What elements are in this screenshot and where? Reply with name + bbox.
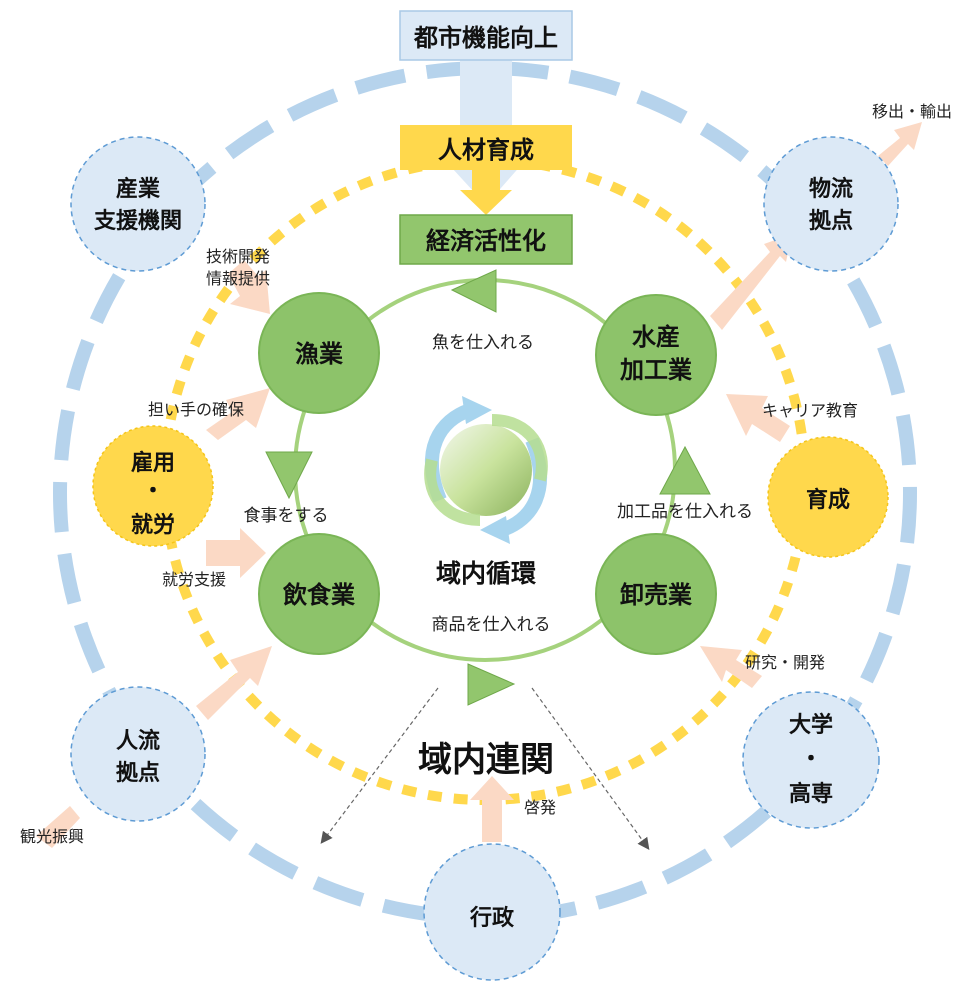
actor-people-flow: 人流 拠点 <box>70 686 206 822</box>
employment-label-2: ・ <box>142 479 164 504</box>
government-label: 行政 <box>469 905 515 931</box>
tourism-arrow <box>36 806 80 848</box>
peach-arrows <box>36 122 922 848</box>
seafood-label-2: 加工業 <box>620 356 692 384</box>
fishery-label: 漁業 <box>295 340 343 368</box>
university-label-3: 高専 <box>789 781 833 807</box>
actor-industry-support: 産業 支援機関 <box>70 136 206 272</box>
logistics-label-2: 拠点 <box>809 208 853 234</box>
industry-restaurant: 飲食業 <box>258 533 380 655</box>
employment-label-3: 就労 <box>131 512 175 538</box>
urban-function-label: 都市機能向上 <box>413 24 558 52</box>
regional-linkage-label: 域内連関 <box>418 740 554 780</box>
processing-to-logistics-arrow <box>710 234 792 330</box>
actor-employment: 雇用 ・ 就労 <box>92 425 214 547</box>
economic-activation-label: 経済活性化 <box>426 227 546 255</box>
cycle-icon <box>424 396 548 544</box>
wholesale-label: 卸売業 <box>620 581 692 609</box>
linkage-arrow-right <box>531 687 650 850</box>
industry-support-label-1: 産業 <box>116 176 161 202</box>
actor-logistics: 物流 拠点 <box>763 136 899 272</box>
tech-dev-arrow <box>228 260 270 314</box>
job-support-label: 就労支援 <box>162 570 226 589</box>
actor-university: 大学 ・ 高専 <box>742 691 880 829</box>
industry-support-label-2: 支援機関 <box>94 209 182 234</box>
people-flow-arrow <box>196 646 272 720</box>
people-flow-label-1: 人流 <box>116 728 160 754</box>
university-label-1: 大学 <box>789 712 833 738</box>
career-arrow <box>726 394 790 442</box>
flow-buy-processed: 加工品を仕入れる <box>617 502 753 522</box>
enlightenment-label: 啓発 <box>524 798 556 817</box>
industry-wholesale: 卸売業 <box>595 533 717 655</box>
training-label: 育成 <box>806 487 850 513</box>
research-label: 研究・開発 <box>745 653 825 672</box>
research-arrow <box>700 646 762 688</box>
flow-triangle-bottom <box>467 663 516 706</box>
flow-eat: 食事をする <box>244 506 329 526</box>
seafood-label-1: 水産 <box>632 323 680 351</box>
flow-buy-goods: 商品を仕入れる <box>432 615 551 635</box>
tourism-label: 観光振興 <box>20 827 84 846</box>
industry-fishery: 漁業 <box>258 292 380 414</box>
enlightenment-arrow <box>470 776 514 842</box>
human-resources-label: 人材育成 <box>438 136 534 164</box>
flow-triangle-right <box>659 445 711 495</box>
urban-function-box <box>399 10 573 61</box>
university-label-2: ・ <box>800 747 822 772</box>
flow-triangle-top <box>450 269 497 313</box>
regional-cycle-label: 域内循環 <box>436 559 537 588</box>
tech-dev-label-1: 技術開発 <box>206 247 270 266</box>
actor-training: 育成 <box>767 436 889 558</box>
career-edu-label: キャリア教育 <box>762 401 858 420</box>
export-arrow <box>878 122 922 166</box>
industry-seafood-processing: 水産 加工業 <box>595 294 717 416</box>
restaurant-label: 飲食業 <box>282 581 355 609</box>
human-resources-banner <box>400 125 572 215</box>
flow-triangle-left <box>265 451 313 500</box>
actor-government: 行政 <box>423 843 561 981</box>
export-label: 移出・輸出 <box>872 102 952 121</box>
logistics-label-1: 物流 <box>809 176 853 202</box>
economic-activation-box <box>399 214 573 265</box>
securing-workers-label: 担い手の確保 <box>148 400 244 419</box>
people-flow-label-2: 拠点 <box>116 760 160 786</box>
tech-dev-label-2: 情報提供 <box>206 269 270 288</box>
securing-workers-arrow <box>206 388 270 440</box>
employment-label-1: 雇用 <box>131 450 175 476</box>
job-support-arrow <box>206 528 266 578</box>
flow-buy-fish: 魚を仕入れる <box>432 333 534 353</box>
